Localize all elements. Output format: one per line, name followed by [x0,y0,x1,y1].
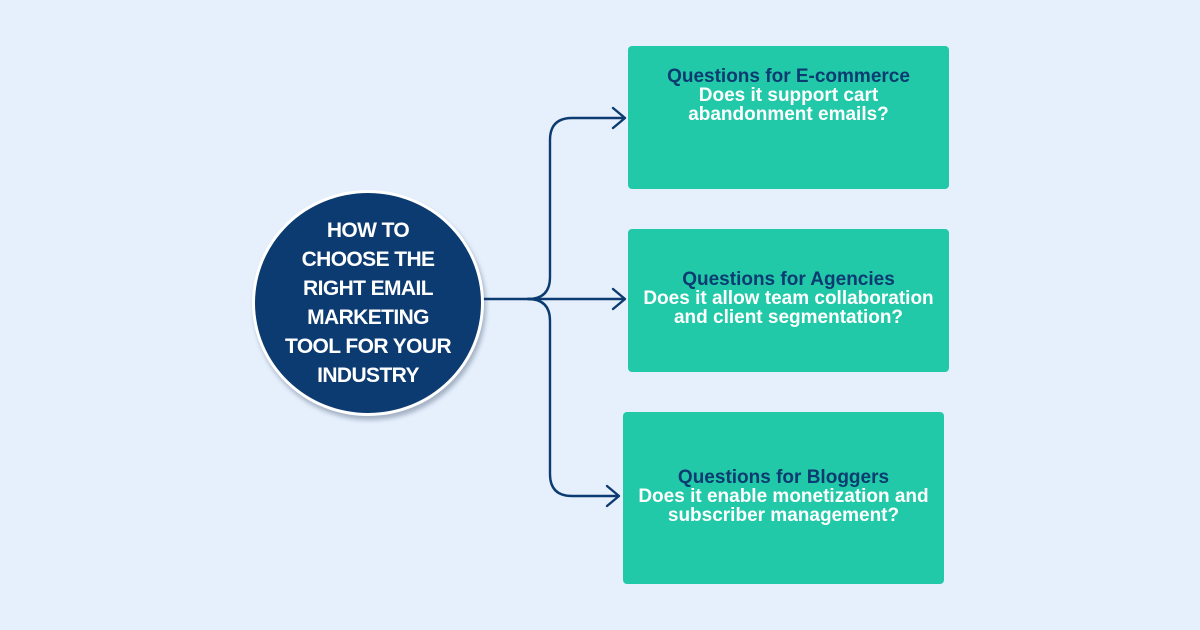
arrowhead-2 [611,287,627,311]
card-question: Does it support cart abandonment emails? [688,85,889,125]
card-agencies: Questions for Agencies Does it allow tea… [628,229,949,372]
arrowhead-1 [611,106,627,130]
card-bloggers: Questions for Bloggers Does it enable mo… [623,412,944,584]
card-title: Questions for Bloggers [677,466,890,488]
card-ecommerce: Questions for E-commerce Does it support… [628,46,949,189]
central-topic-circle: HOW TO CHOOSE THE RIGHT EMAIL MARKETING … [252,190,484,416]
arrowhead-3 [605,484,621,508]
card-question: Does it allow team collaboration and cli… [643,288,934,328]
connector-branch-3 [526,297,620,498]
card-title: Questions for E-commerce [667,66,910,87]
card-title: Questions for Agencies [682,269,895,290]
connector-branch-1 [526,116,626,301]
central-topic-title: HOW TO CHOOSE THE RIGHT EMAIL MARKETING … [284,219,452,387]
card-question: Does it enable monetization and subscrib… [638,485,929,526]
